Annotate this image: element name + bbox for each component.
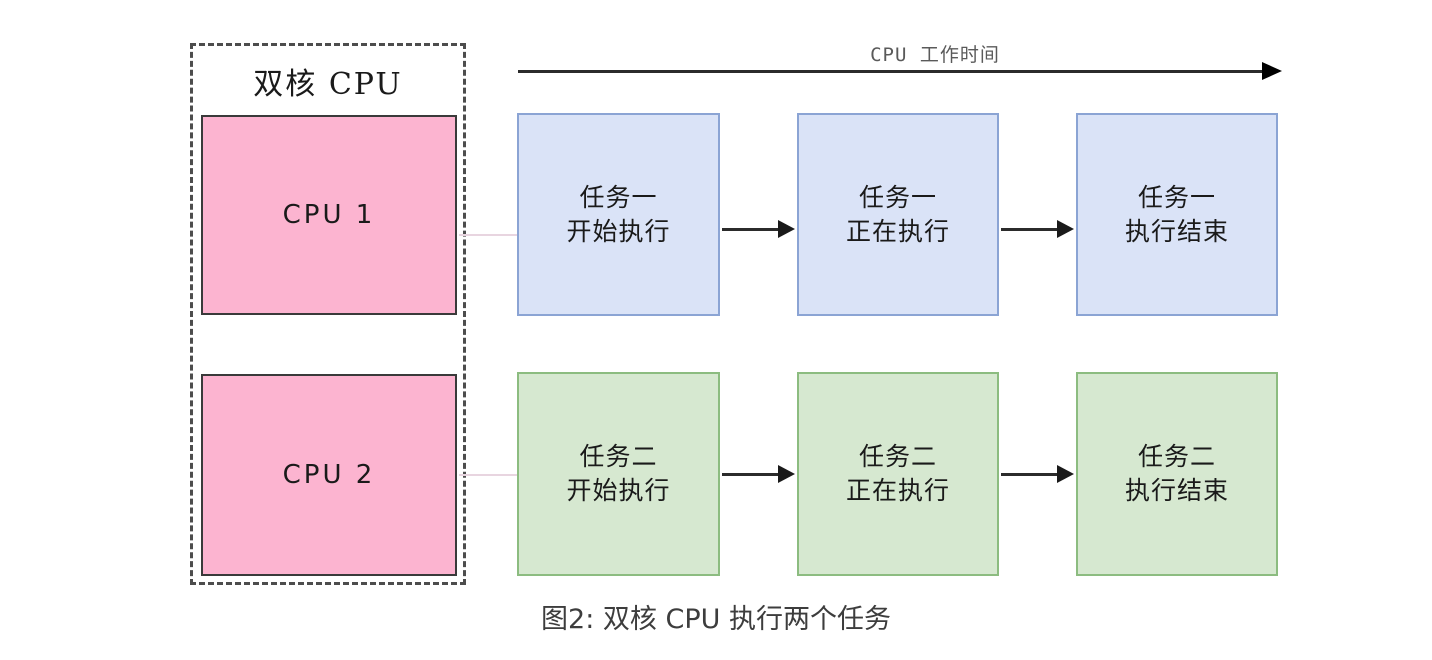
task-box-row2-stage3[interactable]: 任务二 执行结束: [1076, 372, 1278, 576]
arrow-head-icon: [1057, 220, 1074, 238]
task-box-row2-stage1[interactable]: 任务二 开始执行: [517, 372, 720, 576]
dual-core-cpu-container: [190, 43, 466, 585]
task-label-line1: 任务一: [579, 182, 658, 212]
task-label-line2: 正在执行: [845, 476, 950, 505]
arrow-head-icon: [778, 465, 795, 483]
task-label-line1: 任务二: [579, 442, 658, 472]
task-label-line1: 任务一: [1137, 182, 1216, 212]
task-box-row1-stage3[interactable]: 任务一 执行结束: [1076, 113, 1278, 316]
cpu1-to-task-link: [459, 234, 517, 236]
timeline-arrow-head-icon: [1262, 62, 1282, 80]
task-label-line2: 开始执行: [566, 476, 671, 505]
arrow-row1-stage2-to-stage3: [1001, 228, 1059, 231]
task-box-row1-stage2[interactable]: 任务一 正在执行: [797, 113, 999, 316]
task-box-row2-stage2[interactable]: 任务二 正在执行: [797, 372, 999, 576]
arrow-row2-stage1-to-stage2: [722, 473, 780, 476]
timeline-label: CPU 工作时间: [870, 44, 1000, 66]
arrow-head-icon: [778, 220, 795, 238]
dual-core-cpu-title: 双核 CPU: [253, 67, 403, 102]
arrow-row1-stage1-to-stage2: [722, 228, 780, 231]
task-label-line1: 任务二: [858, 442, 937, 472]
cpu2-to-task-link: [459, 474, 517, 476]
task-label-line2: 开始执行: [566, 216, 671, 246]
task-label-line1: 任务一: [858, 182, 937, 212]
task-label-line2: 执行结束: [1124, 476, 1229, 505]
cpu-core-box-2[interactable]: CPU 2: [201, 374, 457, 576]
timeline-arrow-line: [518, 70, 1268, 73]
arrow-head-icon: [1057, 465, 1074, 483]
arrow-row2-stage2-to-stage3: [1001, 473, 1059, 476]
task-label-line2: 正在执行: [845, 216, 950, 246]
task-box-row1-stage1[interactable]: 任务一 开始执行: [517, 113, 720, 316]
cpu-core-box-1[interactable]: CPU 1: [201, 115, 457, 315]
task-label-line2: 执行结束: [1124, 216, 1229, 246]
task-label-line1: 任务二: [1137, 442, 1216, 472]
figure-caption: 图2: 双核 CPU 执行两个任务: [541, 604, 891, 635]
